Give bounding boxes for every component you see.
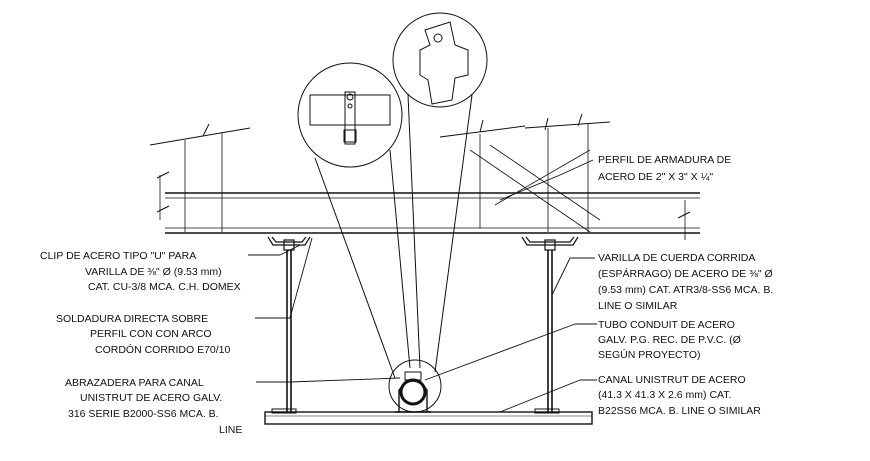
u-clip-left — [267, 236, 311, 251]
unistrut-channel — [264, 408, 593, 425]
label-line: CORDÓN CORRIDO E70/10 — [95, 343, 231, 356]
label-line: (9.53 mm) CAT. ATR3/8-SS6 MCA. B. — [598, 284, 773, 296]
label-perfil-armadura: PERFIL DE ARMADURA DE ACERO DE 2" X 3" X… — [598, 154, 731, 183]
label-line: ACERO DE 2" X 3" X ¼" — [598, 171, 713, 183]
label-line: VARILLA DE ⅜" Ø (9.53 mm) — [85, 266, 222, 278]
label-clip-acero: CLIP DE ACERO TIPO "U" PARA VARILLA DE ⅜… — [40, 250, 241, 293]
label-line: CANAL UNISTRUT DE ACERO — [598, 374, 746, 386]
label-line: PERFIL DE ARMADURA DE — [598, 154, 731, 166]
label-line: GALV. P.G. REC. DE P.V.C. (Ø — [598, 334, 741, 346]
label-line: (41.3 X 41.3 X 2.6 mm) CAT. — [598, 389, 731, 401]
label-soldadura: SOLDADURA DIRECTA SOBRE PERFIL CON CON A… — [56, 313, 231, 356]
label-line: VARILLA DE CUERDA CORRIDA — [598, 252, 755, 264]
label-line: PERFIL CON CON ARCO — [90, 328, 212, 340]
label-line: UNISTRUT DE ACERO GALV. — [80, 392, 222, 404]
label-line: (ESPÁRRAGO) DE ACERO DE ⅜" Ø — [598, 267, 773, 280]
label-line: CAT. CU-3/8 MCA. C.H. DOMEX — [88, 281, 241, 293]
label-line: LINE — [219, 424, 242, 436]
label-line: B22SS6 MCA. B. LINE O SIMILAR — [598, 405, 761, 417]
leader-lines — [248, 159, 597, 413]
steel-truss-profile — [149, 113, 700, 240]
label-line: CLIP DE ACERO TIPO "U" PARA — [40, 250, 196, 262]
label-line: 316 SERIE B2000-SS6 MCA. B. — [68, 408, 219, 420]
threaded-rod-right — [547, 250, 553, 412]
label-line: ABRAZADERA PARA CANAL — [65, 377, 204, 389]
label-line: TUBO CONDUIT DE ACERO — [598, 319, 735, 331]
label-line: LINE O SIMILAR — [598, 300, 678, 312]
label-abrazadera: ABRAZADERA PARA CANAL UNISTRUT DE ACERO … — [65, 377, 242, 436]
detail-circle-abrazadera — [392, 12, 488, 373]
threaded-rod-left — [286, 250, 292, 412]
label-line: SEGÚN PROYECTO) — [598, 348, 701, 361]
conduit-with-clamp — [388, 359, 442, 413]
label-varilla-cuerda: VARILLA DE CUERDA CORRIDA (ESPÁRRAGO) DE… — [598, 252, 773, 312]
label-canal-unistrut: CANAL UNISTRUT DE ACERO (41.3 X 41.3 X 2… — [598, 374, 761, 417]
label-tubo-conduit: TUBO CONDUIT DE ACERO GALV. P.G. REC. DE… — [598, 319, 741, 361]
label-line: SOLDADURA DIRECTA SOBRE — [56, 313, 208, 325]
detail-circle-clip — [297, 62, 411, 379]
u-clip-right — [521, 236, 579, 251]
